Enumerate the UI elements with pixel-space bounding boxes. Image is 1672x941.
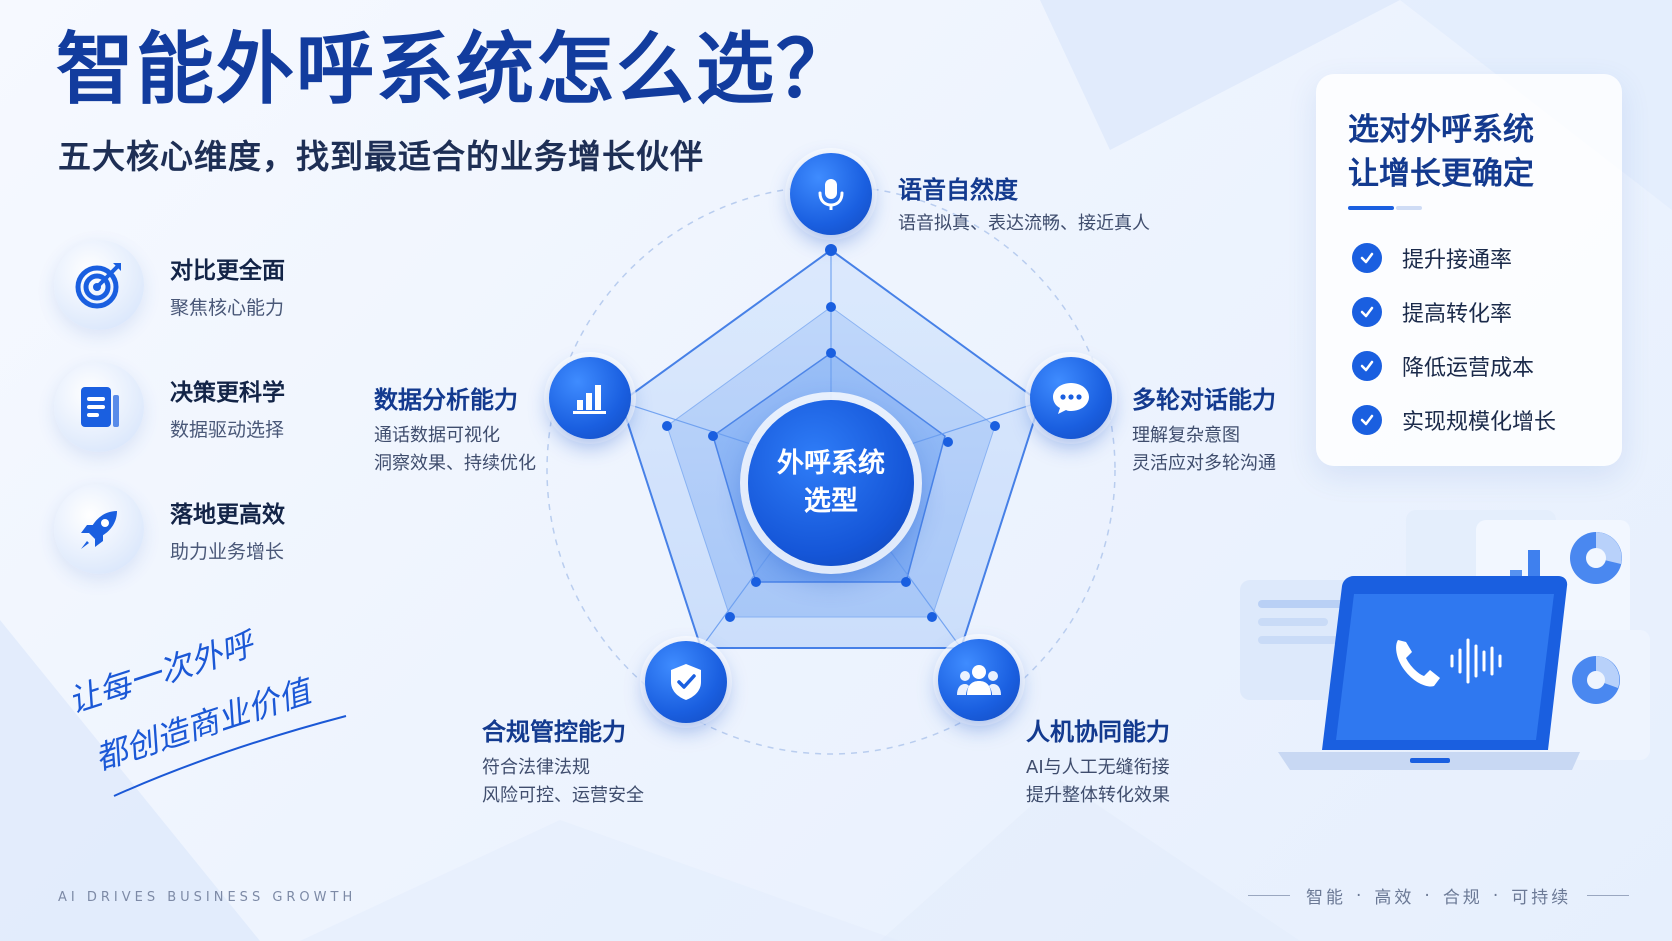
check-icon [1352,243,1382,273]
dimension-collab-desc2: 提升整体转化效果 [1026,785,1170,806]
dimension-collab-desc1: AI与人工无缝衔接 [1026,757,1170,778]
card-divider [1348,206,1394,210]
feature-efficiency: 落地更高效 助力业务增长 [54,484,285,574]
bar-chart-icon [549,357,631,439]
card-title-line2: 让增长更确定 [1348,156,1534,192]
dimension-analytics-title: 数据分析能力 [374,386,518,414]
benefit-item: 降低运营成本 [1352,350,1534,382]
benefit-label: 提高转化率 [1402,302,1513,327]
feature-comparison: 对比更全面 聚焦核心能力 [54,240,285,330]
footer-tagline: AI DRIVES BUSINESS GROWTH [58,890,357,905]
dimension-voice-desc: 语音拟真、表达流畅、接近真人 [898,213,1150,234]
card-divider-accent [1396,206,1422,210]
dimension-collab-title: 人机协同能力 [1026,718,1170,746]
shield-check-icon [645,641,727,723]
feature-title: 决策更科学 [170,379,285,406]
footer-separator: · [1356,885,1365,906]
dimension-dialog-title: 多轮对话能力 [1132,386,1276,414]
footer-separator: · [1424,885,1433,906]
footer-line-right [1587,895,1630,896]
benefit-item: 提高转化率 [1352,296,1512,328]
dimension-analytics-desc1: 通话数据可视化 [374,425,500,446]
benefit-label: 实现规模化增长 [1402,410,1557,435]
feature-title: 落地更高效 [170,501,285,528]
benefit-item: 提升接通率 [1352,242,1512,274]
feature-decision: 决策更科学 数据驱动选择 [54,362,285,452]
check-icon [1352,405,1382,435]
check-icon [1352,351,1382,381]
team-icon [938,639,1020,721]
dimension-compliance-desc2: 风险可控、运营安全 [482,785,644,806]
center-label-line1: 外呼系统 [777,448,885,479]
page-subtitle: 五大核心维度，找到最适合的业务增长伙伴 [58,137,704,176]
benefit-label: 降低运营成本 [1402,356,1535,381]
benefit-item: 实现规模化增长 [1352,404,1556,436]
feature-desc: 聚焦核心能力 [170,296,285,319]
footer-keyword: 合规 [1442,888,1483,908]
target-icon [54,240,144,330]
feature-title: 对比更全面 [170,257,285,284]
center-label-line2: 选型 [804,486,858,517]
document-icon [54,362,144,452]
dimension-voice-title: 语音自然度 [898,176,1018,204]
dimension-analytics-desc2: 洞察效果、持续优化 [374,453,536,474]
dimension-compliance-desc1: 符合法律法规 [482,757,590,778]
footer-keywords: 智能 · 高效 · 合规 · 可持续 [1232,883,1645,908]
rocket-icon [54,484,144,574]
footer-keyword: 可持续 [1511,888,1572,908]
page-title: 智能外呼系统怎么选？ [56,25,857,115]
dimension-compliance-title: 合规管控能力 [482,718,626,746]
footer-keyword: 高效 [1374,888,1415,908]
card-title-line1: 选对外呼系统 [1348,112,1534,148]
footer-line-left [1248,895,1290,896]
microphone-icon [790,153,872,235]
check-icon [1352,297,1382,327]
benefit-label: 提升接通率 [1402,248,1513,273]
dimension-dialog-desc2: 灵活应对多轮沟通 [1132,453,1276,474]
feature-desc: 数据驱动选择 [170,418,285,441]
footer-separator: · [1492,885,1502,906]
center-hub: 外呼系统 选型 [748,400,914,566]
footer-keyword: 智能 [1306,888,1346,908]
dimension-dialog-desc1: 理解复杂意图 [1132,425,1240,446]
benefits-card: 选对外呼系统 让增长更确定 提升接通率 提高转化率 降低运营成本 实现规模化增长 [1316,74,1622,466]
chat-bubble-icon [1030,357,1112,439]
feature-desc: 助力业务增长 [170,540,285,563]
